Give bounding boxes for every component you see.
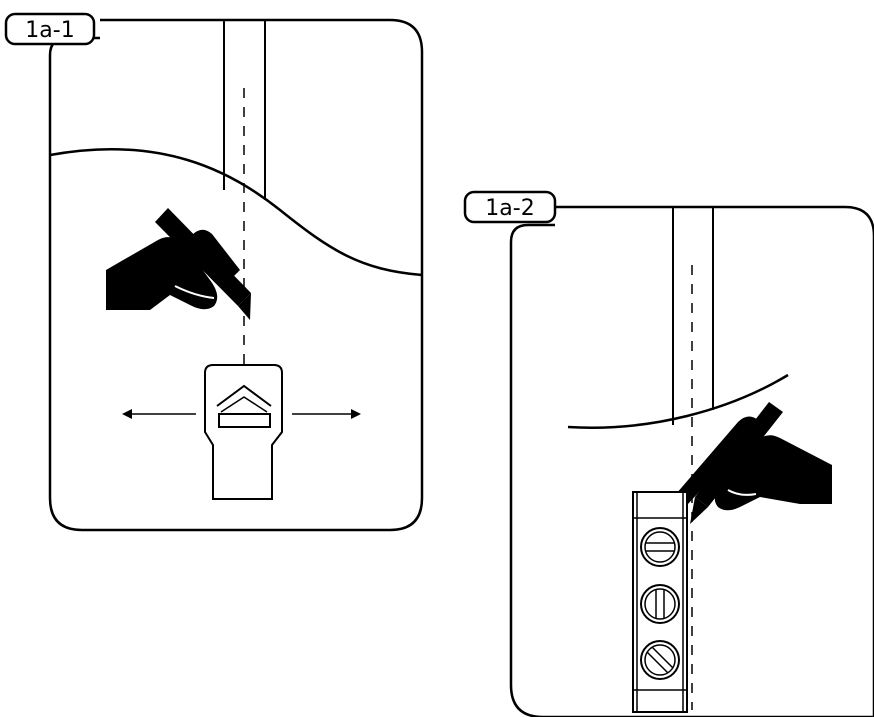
stud-finder-icon <box>204 364 283 500</box>
step-label-tab: 1a-2 <box>463 190 557 224</box>
panel-1a-2: 1a-2 <box>463 190 874 717</box>
level-vial-diagonal <box>640 640 680 680</box>
panel-frame <box>48 18 424 532</box>
hand-pencil-icon <box>106 208 251 320</box>
spirit-level-icon <box>632 491 688 713</box>
panel-1a-1: 1a-1 <box>4 12 424 532</box>
double-arrow-icon <box>122 409 361 419</box>
wall-stud <box>223 20 266 200</box>
level-vial-vertical <box>640 584 680 624</box>
step-label-tab: 1a-1 <box>4 12 96 46</box>
wall-edge-curve <box>49 147 423 277</box>
wall-edge-curve <box>567 373 789 429</box>
level-vial-horizontal <box>640 527 680 567</box>
panel-frame <box>509 205 874 717</box>
step-label: 1a-1 <box>25 18 74 43</box>
step-label: 1a-2 <box>485 196 534 221</box>
wall-stud <box>672 207 714 425</box>
hand-pencil-icon <box>676 402 832 524</box>
